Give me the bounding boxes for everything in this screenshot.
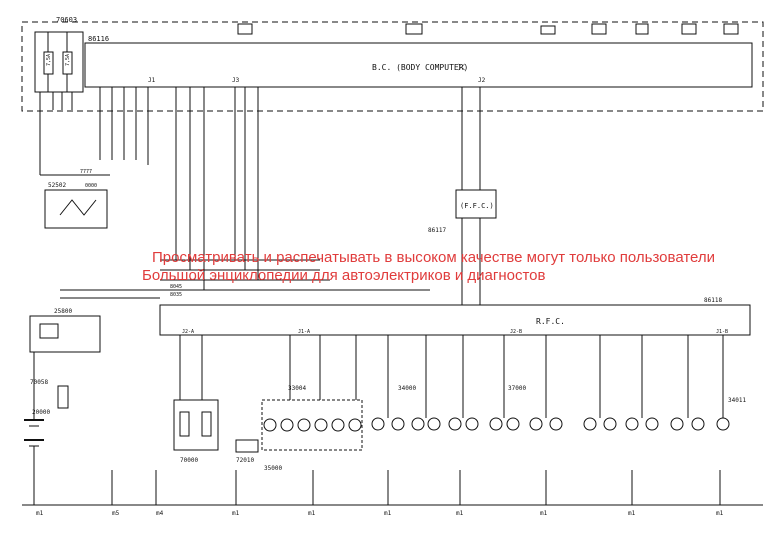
ground-label-1: m1 bbox=[36, 510, 44, 517]
ground-label-8: m1 bbox=[716, 510, 724, 517]
battery-icon bbox=[24, 352, 44, 505]
lamp-icons bbox=[263, 417, 730, 432]
ffc-box bbox=[455, 189, 497, 219]
ground-label-6: m1 bbox=[540, 510, 548, 517]
lamp-group-box bbox=[261, 399, 363, 451]
bc-pins bbox=[99, 87, 481, 290]
rfc-box bbox=[159, 304, 751, 336]
conn-j1a: J1-A bbox=[298, 329, 310, 335]
conn-j3: J3 bbox=[232, 77, 240, 84]
diode-code: 72010 bbox=[236, 457, 254, 464]
lamp-37000: 37000 bbox=[508, 385, 526, 392]
lamp-34000: 34000 bbox=[398, 385, 416, 392]
wire-8035: 8035 bbox=[170, 292, 182, 298]
ebox-code: 70000 bbox=[180, 457, 198, 464]
wire-8045: 8045 bbox=[170, 284, 182, 290]
ffc-code: 86117 bbox=[428, 227, 446, 234]
rfc-code: 86118 bbox=[704, 297, 722, 304]
bc-top-icons bbox=[237, 23, 739, 35]
conn-j2b: J2-B bbox=[510, 329, 522, 335]
fuse-70058-code: 70058 bbox=[30, 379, 48, 386]
relay-25800 bbox=[29, 315, 101, 353]
ground-label-m5: m5 bbox=[112, 510, 120, 517]
lamp-feed-wires bbox=[289, 335, 724, 418]
switch-code: 52502 bbox=[48, 182, 66, 189]
ground-label-2: m1 bbox=[232, 510, 240, 517]
conn-j2a: J2-A bbox=[182, 329, 194, 335]
fuse-a-label: 7,5A bbox=[46, 54, 52, 66]
ebox-70000 bbox=[173, 399, 219, 451]
watermark-line-2: Большой энциклопедии для автоэлектриков … bbox=[142, 267, 545, 284]
relay-code: 25800 bbox=[54, 308, 72, 315]
body-computer-box bbox=[84, 42, 753, 88]
wire-7777: 7777 bbox=[80, 169, 92, 175]
ground-label-5: m1 bbox=[456, 510, 464, 517]
ground-drops bbox=[111, 470, 721, 505]
ground-label-m4: m4 bbox=[156, 510, 164, 517]
wire-0000: 0000 bbox=[85, 183, 97, 189]
lamp-34011: 34011 bbox=[728, 397, 746, 404]
bc-arrow-icon: ⤫ bbox=[458, 63, 465, 73]
ground-label-4: m1 bbox=[384, 510, 392, 517]
switch-52502 bbox=[44, 189, 108, 229]
ground-label-7: m1 bbox=[628, 510, 636, 517]
conn-j1b: J1-B bbox=[716, 329, 728, 335]
battery-code: 20000 bbox=[32, 409, 50, 416]
fuse-box-code: 70603 bbox=[56, 16, 77, 24]
fuse-box bbox=[34, 31, 84, 93]
conn-j1: J1 bbox=[148, 77, 156, 84]
lamp-33004: 33004 bbox=[288, 385, 306, 392]
bc-dashed-frame bbox=[21, 21, 764, 112]
ground-label-3: m1 bbox=[308, 510, 316, 517]
bc-title: B.C. (BODY COMPUTER) bbox=[372, 63, 468, 72]
rfc-title: R.F.C. bbox=[536, 317, 565, 326]
diode-72010 bbox=[235, 439, 259, 453]
ffc-title: (F.F.C.) bbox=[460, 202, 494, 210]
watermark-line-1: Просматривать и распечатывать в высоком … bbox=[152, 249, 715, 266]
lamp-35000: 35000 bbox=[264, 465, 282, 472]
fuse-b-label: 7,5A bbox=[65, 54, 71, 66]
bc-code: 86116 bbox=[88, 35, 109, 43]
conn-j2: J2 bbox=[478, 77, 486, 84]
